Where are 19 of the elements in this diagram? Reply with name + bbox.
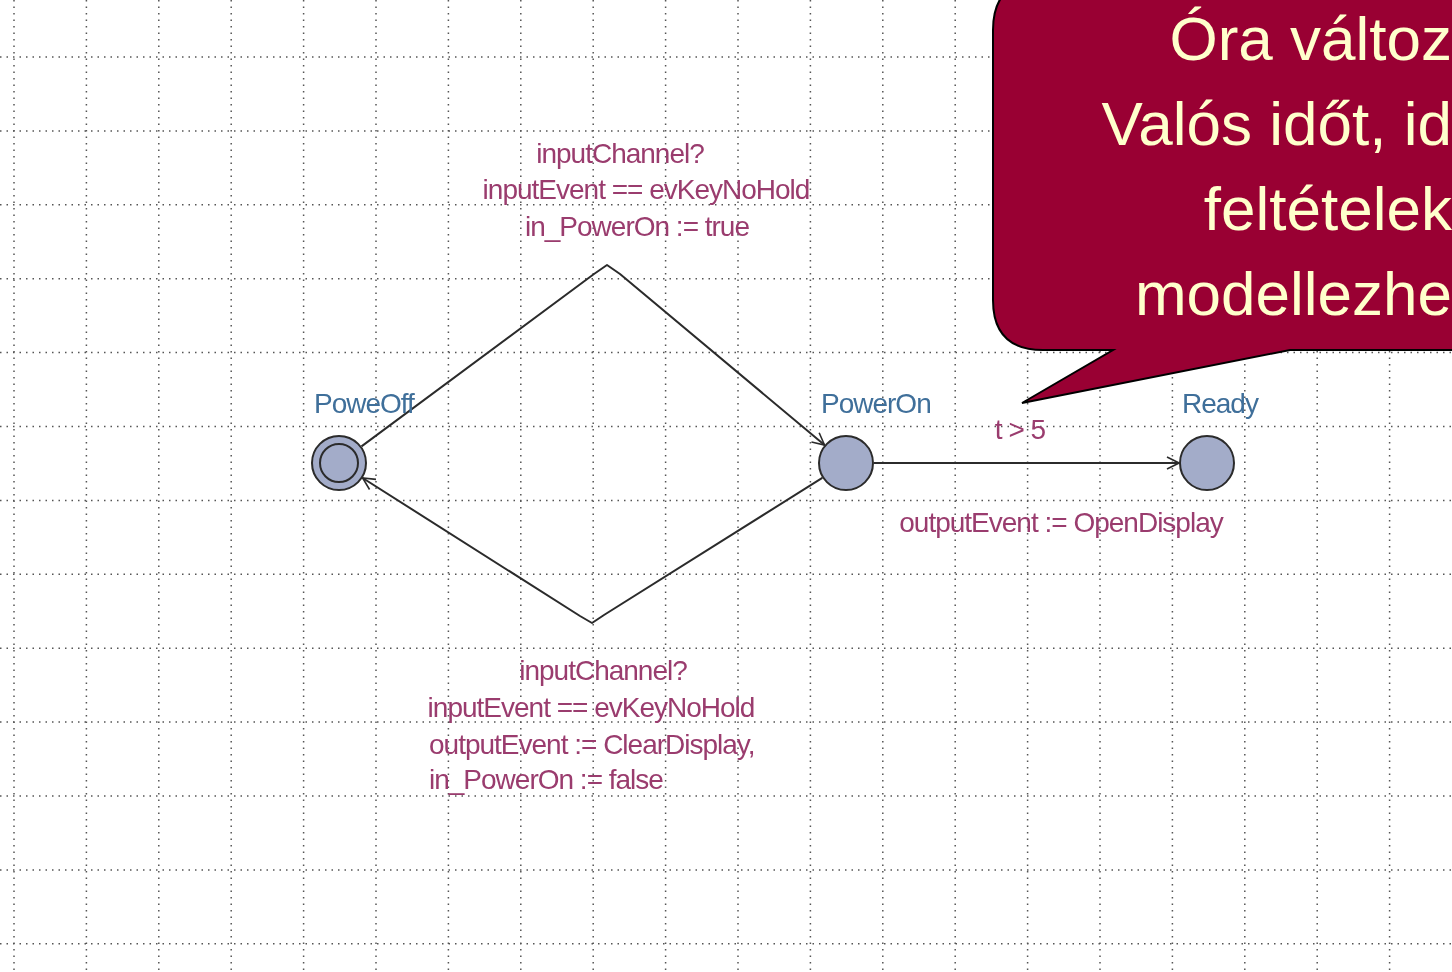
transition-annotation: inputEvent == evKeyNoHold	[482, 176, 810, 204]
callout-text: Valós időt, id	[1101, 88, 1452, 160]
state-name: PoweOff	[314, 390, 414, 418]
callout-text: modellezhe	[1134, 258, 1452, 330]
callout-text: Óra változ	[1169, 3, 1452, 75]
edge-label: t > 5	[994, 416, 1046, 444]
transition-arrow	[360, 264, 826, 448]
state-name: PowerOn	[821, 390, 931, 418]
callout-text: feltételek	[1203, 173, 1452, 245]
transition-arrow	[361, 476, 824, 624]
state-name: Ready	[1182, 390, 1258, 418]
transition-annotation: outputEvent := OpenDisplay	[899, 509, 1223, 537]
transition-arrow	[873, 456, 1180, 470]
edge-label: inputChannel?	[536, 140, 704, 168]
edge-label: inputChannel?	[519, 657, 687, 685]
transition-annotation: in_PowerOn := false	[429, 766, 663, 794]
transition-annotation: inputEvent == evKeyNoHold	[427, 694, 755, 722]
transition-annotation: outputEvent := ClearDisplay,	[429, 731, 755, 759]
transition-annotation: in_PowerOn := true	[525, 213, 749, 241]
